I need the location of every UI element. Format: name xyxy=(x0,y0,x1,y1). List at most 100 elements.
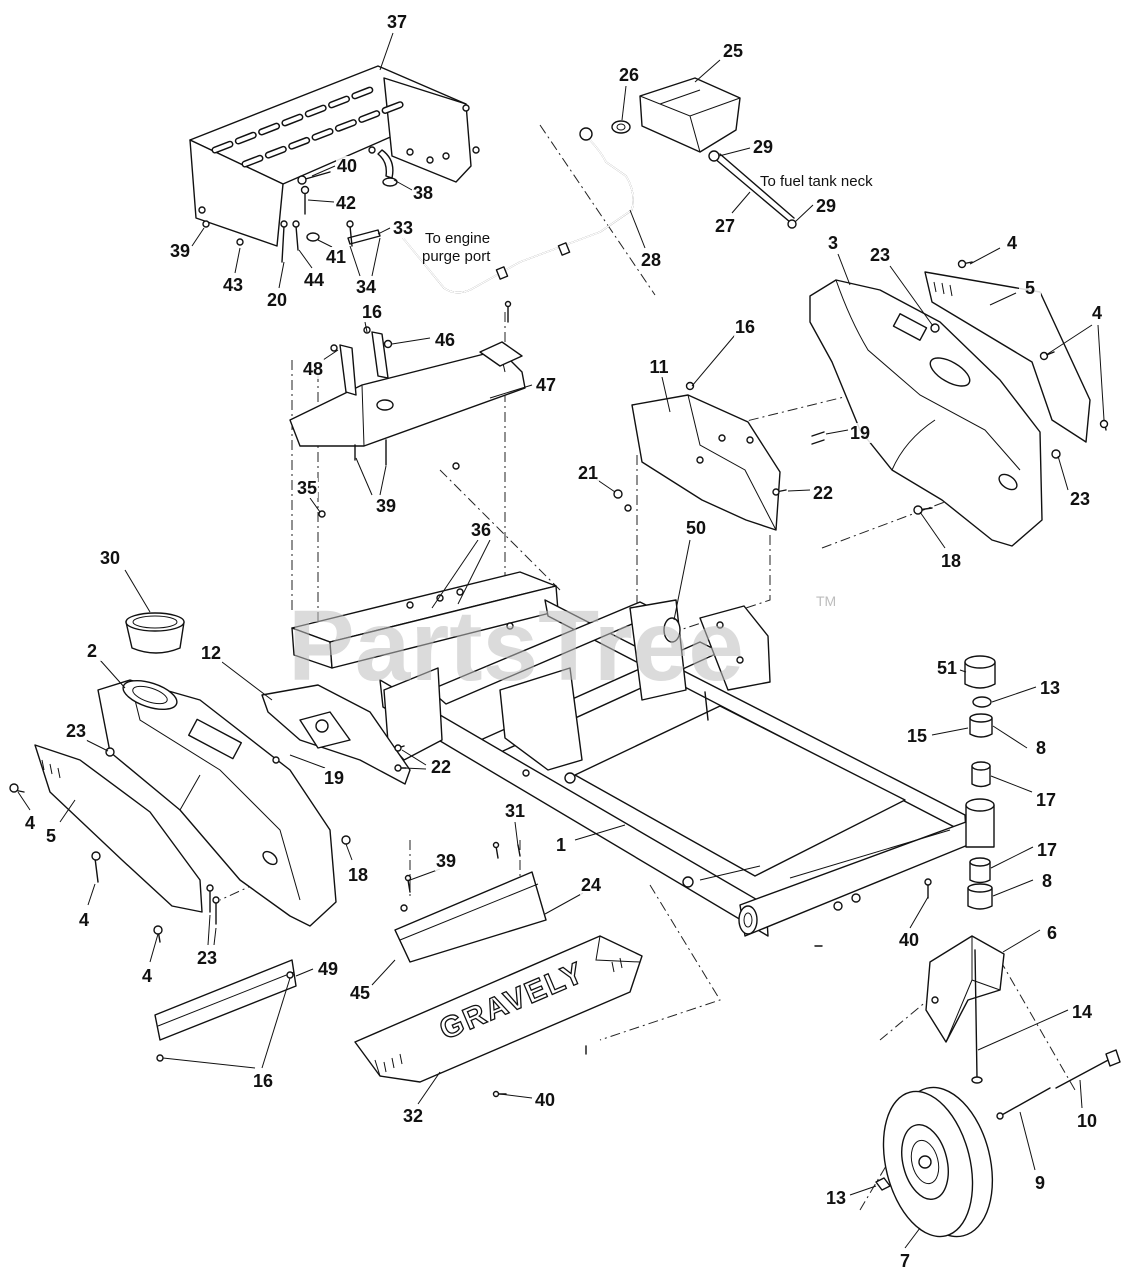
leader-line xyxy=(377,227,391,235)
callout-backdrop xyxy=(1001,233,1023,253)
leader-line xyxy=(1079,1079,1083,1109)
callout-label: 39 xyxy=(376,496,396,516)
callout-label: 4 xyxy=(25,813,35,833)
callout-backdrop xyxy=(375,496,397,516)
callout-backdrop xyxy=(386,12,408,32)
leader-line xyxy=(992,725,1028,749)
leader-line xyxy=(311,165,336,177)
callout-backdrop xyxy=(504,801,526,821)
callout-backdrop xyxy=(303,270,325,290)
leader-line xyxy=(124,569,151,613)
callout-backdrop xyxy=(734,317,756,337)
callout-label: 22 xyxy=(431,757,451,777)
leader-line xyxy=(85,739,109,752)
deck-panel-part-32 xyxy=(354,935,643,1098)
callout-backdrop xyxy=(430,757,452,777)
leader-line xyxy=(401,749,427,766)
caster-tire-part-7 xyxy=(875,1086,994,1238)
callout-backdrop xyxy=(1030,738,1052,758)
callout-backdrop xyxy=(81,641,103,661)
note-engine-purge-line2: purge port xyxy=(422,248,491,265)
callout-label: 29 xyxy=(753,137,773,157)
front-cover-part-24 xyxy=(394,841,547,963)
leader-line xyxy=(17,791,31,811)
leader-line xyxy=(837,253,851,286)
callout-backdrop xyxy=(296,478,318,498)
callout-backdrop xyxy=(894,1251,916,1271)
leader-line xyxy=(403,767,427,770)
callout-backdrop xyxy=(40,826,62,846)
callout-label: 9 xyxy=(1035,1173,1045,1193)
callout-backdrop xyxy=(648,357,670,377)
callout-label: 43 xyxy=(223,275,243,295)
cup-part-30 xyxy=(125,612,185,654)
callout-backdrop xyxy=(336,156,358,176)
callout-label: 17 xyxy=(1036,790,1056,810)
callout-backdrop xyxy=(317,959,339,979)
callout-label: 38 xyxy=(413,183,433,203)
callout-label: 23 xyxy=(870,245,890,265)
callout-backdrop xyxy=(1036,871,1058,891)
leader-line xyxy=(889,265,934,327)
callout-label: 42 xyxy=(336,193,356,213)
leader-line xyxy=(992,879,1034,897)
control-plate-part-12 xyxy=(261,684,411,785)
leader-line xyxy=(904,1227,921,1249)
leader-line xyxy=(345,843,353,861)
callout-label: 26 xyxy=(619,65,639,85)
leader-line xyxy=(213,927,217,946)
callout-backdrop xyxy=(825,1188,847,1208)
callout-label: 4 xyxy=(1092,303,1102,323)
leader-line xyxy=(355,457,373,496)
callout-label: 32 xyxy=(403,1106,423,1126)
shield-part-47 xyxy=(289,300,526,518)
callout-label: 49 xyxy=(318,959,338,979)
hopper-hardware xyxy=(198,146,450,263)
callout-label: 25 xyxy=(723,41,743,61)
callout-backdrop xyxy=(252,1071,274,1091)
main-frame-part-1 xyxy=(291,571,995,947)
leader-line xyxy=(87,883,96,906)
callout-label: 18 xyxy=(348,865,368,885)
callout-backdrop xyxy=(1036,840,1058,860)
callout-label: 40 xyxy=(535,1090,555,1110)
leader-line xyxy=(694,59,721,83)
left-fender-part-2 xyxy=(97,679,351,927)
callout-backdrop xyxy=(412,183,434,203)
callout-backdrop xyxy=(349,983,371,1003)
leader-line xyxy=(457,539,491,605)
leader-line xyxy=(317,239,333,248)
callout-label: 46 xyxy=(435,330,455,350)
callout-backdrop xyxy=(815,196,837,216)
leader-line xyxy=(718,147,751,157)
purge-line-part-28 xyxy=(397,127,634,294)
callout-label: 10 xyxy=(1077,1111,1097,1131)
callout-backdrop xyxy=(535,375,557,395)
leader-line xyxy=(794,204,814,223)
callout-backdrop xyxy=(1076,1111,1098,1131)
leader-line xyxy=(673,539,691,621)
callout-label: 4 xyxy=(79,910,89,930)
leader-line xyxy=(207,914,211,946)
callout-label: 51 xyxy=(937,658,957,678)
rear-bracket-part-11 xyxy=(613,381,825,531)
leader-line xyxy=(990,846,1034,869)
leader-line xyxy=(991,686,1037,703)
callout-backdrop xyxy=(577,463,599,483)
leader-lines xyxy=(17,32,1105,1249)
leader-line xyxy=(1002,929,1041,953)
callout-backdrop xyxy=(936,658,958,678)
leader-line xyxy=(99,659,126,689)
callout-label: 39 xyxy=(436,851,456,871)
callout-label: 20 xyxy=(267,290,287,310)
callout-label: 40 xyxy=(337,156,357,176)
watermark: PartsTree TM xyxy=(288,590,836,702)
leader-line xyxy=(544,892,584,915)
callout-backdrop xyxy=(355,277,377,297)
leader-line xyxy=(825,429,849,435)
callout-label: 34 xyxy=(356,277,376,297)
leader-line xyxy=(289,754,326,769)
leader-line xyxy=(977,1009,1069,1051)
right-side-panel-part-5 xyxy=(924,259,1109,443)
callout-label: 45 xyxy=(350,983,370,1003)
